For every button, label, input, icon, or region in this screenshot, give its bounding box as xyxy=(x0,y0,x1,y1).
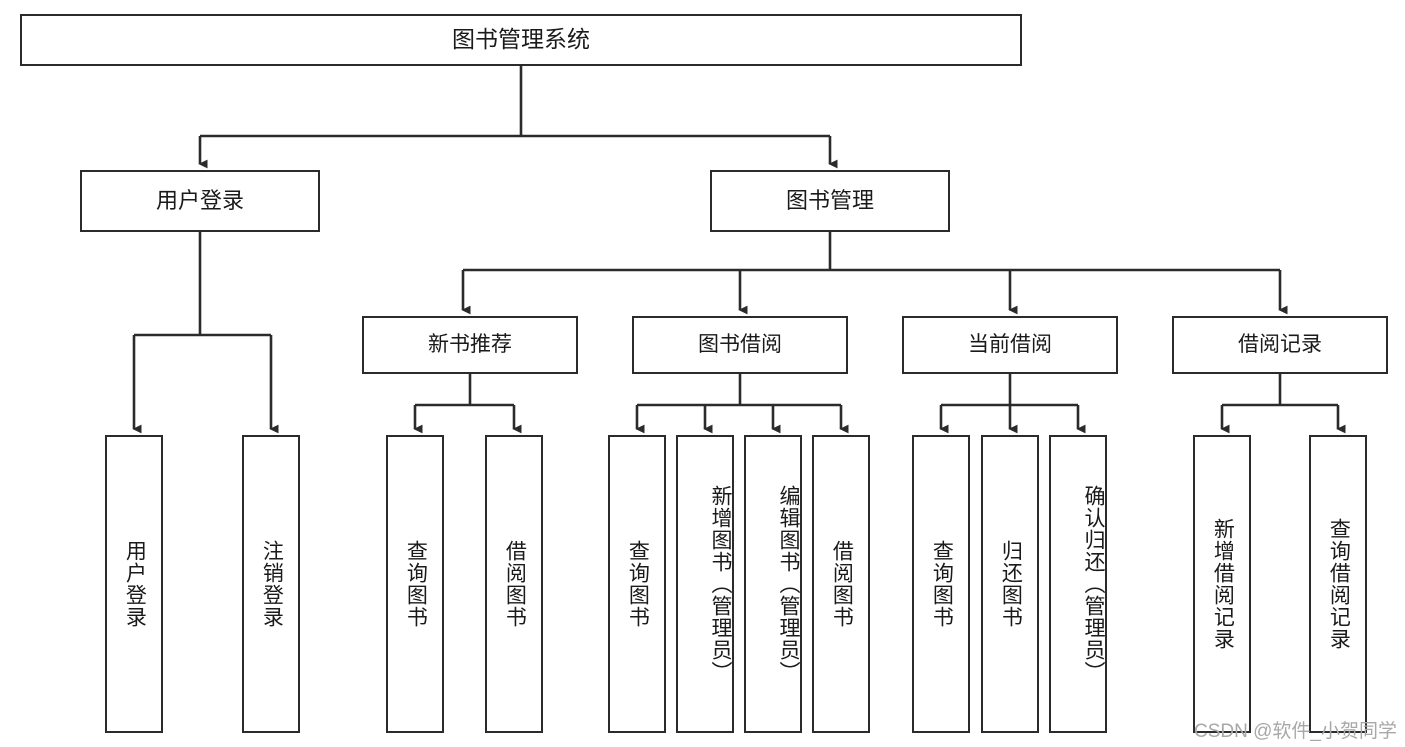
leaf-label: 查询图书 xyxy=(626,540,650,628)
leaf-label: 借阅图书 xyxy=(503,540,527,628)
node-new-book-recommend-label: 新书推荐 xyxy=(428,332,512,356)
leaf-label: 借阅图书 xyxy=(830,540,854,628)
leaf-user-login-logout[interactable]: 注销登录 xyxy=(242,435,300,733)
node-book-manage-label: 图书管理 xyxy=(785,188,874,214)
leaf-book-borrow-query[interactable]: 查询图书 xyxy=(608,435,666,733)
leaf-label: 查询图书 xyxy=(930,540,954,628)
leaf-label: 归还图书 xyxy=(999,540,1023,628)
leaf-label: 注销登录 xyxy=(260,540,284,628)
leaf-label: 查询图书 xyxy=(404,540,428,628)
leaf-label: 新增图书（管理员） xyxy=(709,485,732,683)
node-borrow-record[interactable]: 借阅记录 xyxy=(1172,316,1388,374)
leaf-user-login-login[interactable]: 用户登录 xyxy=(105,435,163,733)
node-new-book-recommend[interactable]: 新书推荐 xyxy=(362,316,578,374)
leaf-borrow-record-add[interactable]: 新增借阅记录 xyxy=(1193,435,1251,733)
node-book-manage[interactable]: 图书管理 xyxy=(710,170,950,232)
node-borrow-record-label: 借阅记录 xyxy=(1238,332,1322,356)
node-root-label: 图书管理系统 xyxy=(452,26,590,53)
leaf-label: 编辑图书（管理员） xyxy=(777,485,800,683)
leaf-borrow-record-query[interactable]: 查询借阅记录 xyxy=(1309,435,1367,733)
node-current-borrow[interactable]: 当前借阅 xyxy=(902,316,1118,374)
node-root-system[interactable]: 图书管理系统 xyxy=(20,14,1022,66)
leaf-book-borrow-add[interactable]: 新增图书（管理员） xyxy=(676,435,734,733)
leaf-current-borrow-query[interactable]: 查询图书 xyxy=(912,435,970,733)
leaf-book-borrow-edit[interactable]: 编辑图书（管理员） xyxy=(744,435,802,733)
node-book-borrow-label: 图书借阅 xyxy=(698,332,782,356)
leaf-book-borrow-borrow[interactable]: 借阅图书 xyxy=(812,435,870,733)
leaf-label: 用户登录 xyxy=(123,540,147,628)
leaf-label: 确认归还（管理员） xyxy=(1082,485,1105,683)
node-book-borrow[interactable]: 图书借阅 xyxy=(632,316,848,374)
leaf-new-book-borrow[interactable]: 借阅图书 xyxy=(485,435,543,733)
leaf-label: 查询借阅记录 xyxy=(1327,518,1351,650)
leaf-label: 新增借阅记录 xyxy=(1211,518,1235,650)
node-user-login[interactable]: 用户登录 xyxy=(80,170,320,232)
node-current-borrow-label: 当前借阅 xyxy=(968,332,1052,356)
node-user-login-label: 用户登录 xyxy=(155,188,244,214)
leaf-new-book-query[interactable]: 查询图书 xyxy=(386,435,444,733)
leaf-current-borrow-return[interactable]: 归还图书 xyxy=(981,435,1039,733)
leaf-current-borrow-confirm[interactable]: 确认归还（管理员） xyxy=(1049,435,1107,733)
